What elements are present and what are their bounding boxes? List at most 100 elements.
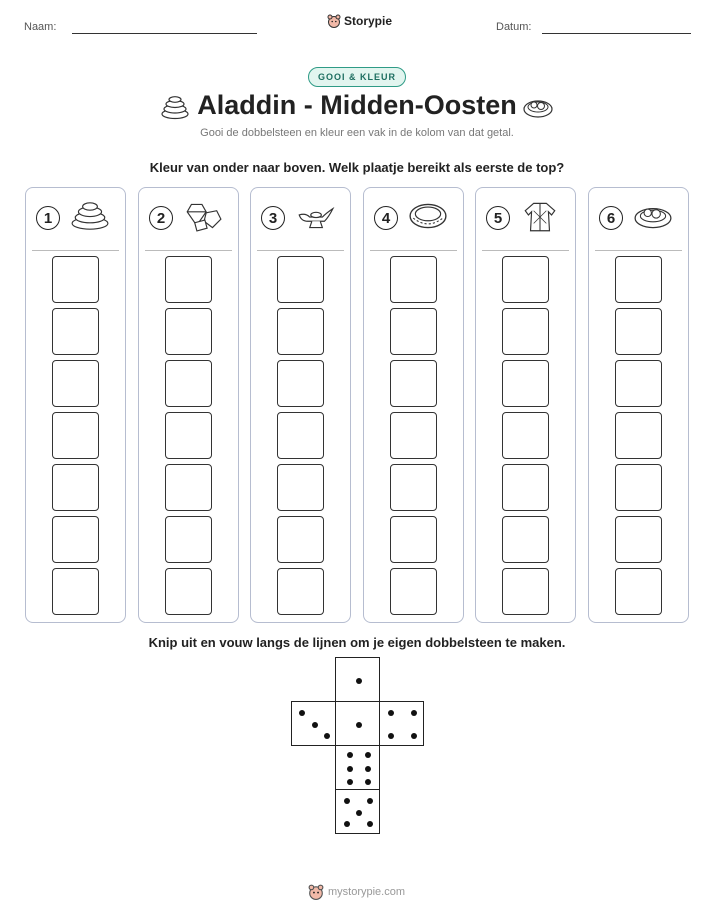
color-box[interactable] [615,308,662,355]
color-box[interactable] [390,464,437,511]
die-face-4 [379,701,424,746]
color-box[interactable] [52,412,99,459]
column-number: 2 [149,206,173,230]
color-box[interactable] [165,256,212,303]
color-box[interactable] [165,308,212,355]
storypie-mascot-icon [308,884,324,900]
dice-column-2: 2 [138,187,239,623]
page-subtitle: Gooi de dobbelsteen en kleur een vak in … [200,127,514,139]
color-box[interactable] [615,516,662,563]
brand-name: Storypie [344,14,393,28]
food-plate-icon [634,208,672,229]
dice-column-1: 1 [25,187,126,623]
die-pip [366,820,373,827]
color-box[interactable] [615,412,662,459]
die-face-5 [335,789,380,834]
die-face-1 [335,701,380,746]
color-box[interactable] [52,516,99,563]
color-box[interactable] [390,568,437,615]
color-box[interactable] [277,516,324,563]
die-face-1 [335,657,380,702]
color-box[interactable] [390,256,437,303]
column-number: 5 [486,206,510,230]
die-pip [366,798,373,805]
color-box[interactable] [165,464,212,511]
color-box[interactable] [52,568,99,615]
game-instruction: Kleur van onder naar boven. Welk plaatje… [149,160,565,175]
die-pip [410,710,417,717]
color-box[interactable] [277,256,324,303]
color-box[interactable] [52,464,99,511]
die-pip [355,809,362,816]
food-plate-icon [523,100,553,118]
die-pip [410,732,417,739]
color-box[interactable] [390,308,437,355]
name-line [72,33,257,34]
color-box[interactable] [52,256,99,303]
color-box[interactable] [502,568,549,615]
color-box[interactable] [615,256,662,303]
dice-column-6: 6 [588,187,689,623]
die-pip [355,677,362,684]
color-box[interactable] [277,568,324,615]
die-pip [388,710,395,717]
die-instruction: Knip uit en vouw langs de lijnen om je e… [148,635,566,650]
color-box[interactable] [277,360,324,407]
column-divider [257,250,344,251]
name-label: Naam: [24,21,57,33]
column-divider [482,250,569,251]
footer: mystorypie.com [308,884,405,900]
magic-lamp-icon [298,206,335,229]
column-divider [145,250,232,251]
dice-column-4: 4 [363,187,464,623]
die-pip [344,820,351,827]
die-face-6 [335,745,380,790]
die-pip [311,721,318,728]
color-box[interactable] [502,308,549,355]
color-box[interactable] [390,360,437,407]
color-box[interactable] [502,516,549,563]
column-number: 6 [599,206,623,230]
color-box[interactable] [277,308,324,355]
color-box[interactable] [390,516,437,563]
die-pip [324,733,331,740]
color-box[interactable] [52,360,99,407]
dice-column-5: 5 [475,187,576,623]
die-pip [344,798,351,805]
color-box[interactable] [502,464,549,511]
robe-icon [524,202,556,232]
column-number: 4 [374,206,398,230]
coins-pile-icon [161,96,189,120]
color-box[interactable] [52,308,99,355]
color-box[interactable] [165,412,212,459]
color-box[interactable] [390,412,437,459]
color-box[interactable] [277,412,324,459]
color-box[interactable] [502,360,549,407]
brand-logo: Storypie [327,14,392,28]
color-box[interactable] [615,464,662,511]
die-pip [364,752,371,758]
color-box[interactable] [502,412,549,459]
color-box[interactable] [165,360,212,407]
column-divider [32,250,119,251]
color-box[interactable] [165,516,212,563]
activity-badge: GOOI & KLEUR [308,67,406,87]
color-box[interactable] [165,568,212,615]
date-line [542,33,691,34]
bracelet-icon [409,203,447,229]
color-box[interactable] [502,256,549,303]
column-number: 3 [261,206,285,230]
die-face-3 [291,701,336,746]
page-title: Aladdin - Midden-Oosten [197,90,517,120]
color-box[interactable] [615,568,662,615]
column-divider [595,250,682,251]
gems-icon [186,203,222,232]
die-pip [346,779,353,785]
column-divider [370,250,457,251]
die-pip [364,779,371,785]
color-box[interactable] [277,464,324,511]
column-number: 1 [36,206,60,230]
die-pip [346,752,353,758]
date-label: Datum: [496,21,532,33]
color-box[interactable] [615,360,662,407]
